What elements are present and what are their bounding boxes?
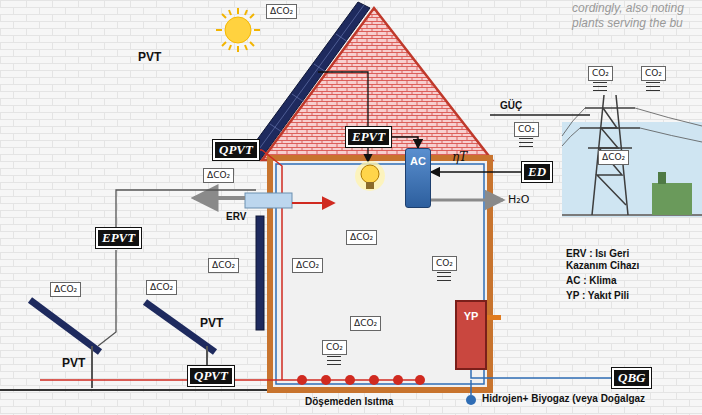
heat-box: QPVT (213, 140, 259, 160)
emission-lines (646, 82, 660, 94)
power-label: GÜÇ (500, 100, 522, 111)
box-text: EPVT (102, 230, 135, 246)
abbreviation-key: YP : Yakıt Pili (566, 290, 666, 302)
plant-stack (658, 172, 666, 184)
connector (391, 137, 418, 148)
delta-co2-box: ΔCO₂ (208, 258, 239, 273)
connector (431, 171, 522, 173)
panel-label: PVT (62, 356, 85, 370)
power-grid (562, 95, 702, 217)
delta-co2-box: ΔCO₂ (203, 168, 234, 183)
sky-panel (562, 122, 702, 217)
energy-box: EPVT (96, 228, 141, 248)
electric-line (116, 190, 256, 228)
delta-co2-box: ΔCO₂ (292, 258, 323, 273)
fuel-label: Hidrojen+ Biyogaz (veya Doğalgaz (482, 393, 645, 404)
abbreviation-key: ERV : Isı Geri Kazanım Cihazı (566, 248, 666, 272)
emission-lines (593, 82, 607, 94)
floor-heating (297, 375, 425, 385)
connector (471, 370, 612, 378)
box-text: CO₂ (518, 124, 535, 135)
electric-arrow (367, 148, 368, 162)
heating-label: Döşemeden Isıtma (305, 396, 393, 407)
emission-lines (327, 356, 341, 368)
erv-device (194, 193, 334, 208)
box-text: ΔCO₂ (296, 260, 319, 271)
panel-label: PVT (138, 50, 161, 64)
emission-lines (437, 272, 451, 284)
delta-co2-box: ΔCO₂ (146, 280, 177, 295)
box-text: ΔCO₂ (354, 318, 377, 329)
co2-box: CO₂ (588, 66, 613, 81)
co2-box: CO₂ (432, 256, 457, 271)
power-line (490, 114, 590, 116)
box-text: ΔCO₂ (350, 232, 373, 243)
fuel-cell-connector (487, 315, 501, 320)
heat-line (262, 150, 282, 380)
roof (262, 8, 492, 160)
power-plant (652, 183, 692, 215)
energy-box: ED (522, 162, 552, 182)
heat-box: QBG (612, 368, 651, 388)
box-text: ΔCO₂ (602, 152, 625, 163)
box-text: ΔCO₂ (150, 282, 173, 293)
gas-source (466, 395, 476, 405)
cropped-text: cordingly, also noting (572, 1, 684, 15)
electric-line (318, 72, 368, 127)
house-inner-line (276, 164, 484, 384)
wall-pvt-panel (256, 216, 264, 330)
energy-box: EPVT (346, 127, 391, 147)
delta-co2-box: ΔCO₂ (50, 282, 81, 297)
efficiency-label: ηT (452, 150, 467, 164)
box-text: QPVT (194, 368, 228, 384)
sun (216, 8, 260, 52)
electric-line (98, 250, 116, 346)
abbreviation-key: AC : Klima (566, 275, 666, 287)
delta-co2-box: ΔCO₂ (346, 230, 377, 245)
co2-box: CO₂ (322, 340, 347, 355)
box-text: ED (528, 164, 546, 180)
box-text: QPVT (219, 142, 253, 158)
box-text: AC (406, 155, 430, 167)
ground-line (0, 389, 267, 391)
delta-co2-box: ΔCO₂ (266, 4, 297, 19)
heat-box: QPVT (188, 366, 234, 386)
panel-label: PVT (200, 316, 223, 330)
co2-box: CO₂ (514, 122, 539, 137)
light-bulb (355, 161, 385, 191)
co2-box: CO₂ (641, 66, 666, 81)
box-text: ΔCO₂ (212, 260, 235, 271)
box-text: CO₂ (592, 68, 609, 79)
box-text: CO₂ (326, 342, 343, 353)
box-text: CO₂ (436, 258, 453, 269)
device-label: ERV (226, 211, 246, 222)
water-label: H₂O (508, 193, 529, 206)
abbreviation-key-list: ERV : Isı Geri Kazanım Cihazı AC : KlimaY… (566, 248, 666, 302)
house-wall (270, 158, 490, 390)
cropped-text: plants serving the bu (572, 16, 683, 30)
box-text: CO₂ (645, 68, 662, 79)
pylon (562, 95, 702, 215)
box-text: ΔCO₂ (207, 170, 230, 181)
emission-lines (519, 138, 533, 150)
box-text: QBG (618, 370, 645, 386)
box-text: ΔCO₂ (54, 284, 77, 295)
box-text: YP (457, 310, 485, 322)
box-text: EPVT (352, 129, 385, 145)
box-text: ΔCO₂ (270, 6, 293, 17)
delta-co2-box: ΔCO₂ (598, 150, 629, 165)
ac-unit: AC (405, 148, 431, 208)
water-outlet (431, 199, 503, 202)
fuel-cell: YP (455, 300, 487, 370)
delta-co2-box: ΔCO₂ (350, 316, 381, 331)
gas-line (470, 380, 472, 395)
